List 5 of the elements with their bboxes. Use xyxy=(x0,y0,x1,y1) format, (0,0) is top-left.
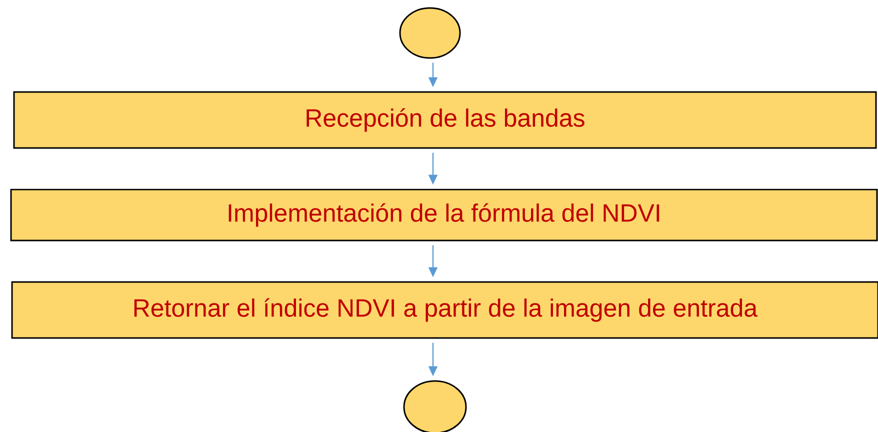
process-box: Recepción de las bandas xyxy=(13,91,877,149)
process-box: Implementación de la fórmula del NDVI xyxy=(10,188,878,242)
terminal-circle xyxy=(399,7,461,59)
terminal-circle xyxy=(403,380,467,432)
process-box: Retornar el índice NDVI a partir de la imagen de entrada xyxy=(11,281,878,339)
